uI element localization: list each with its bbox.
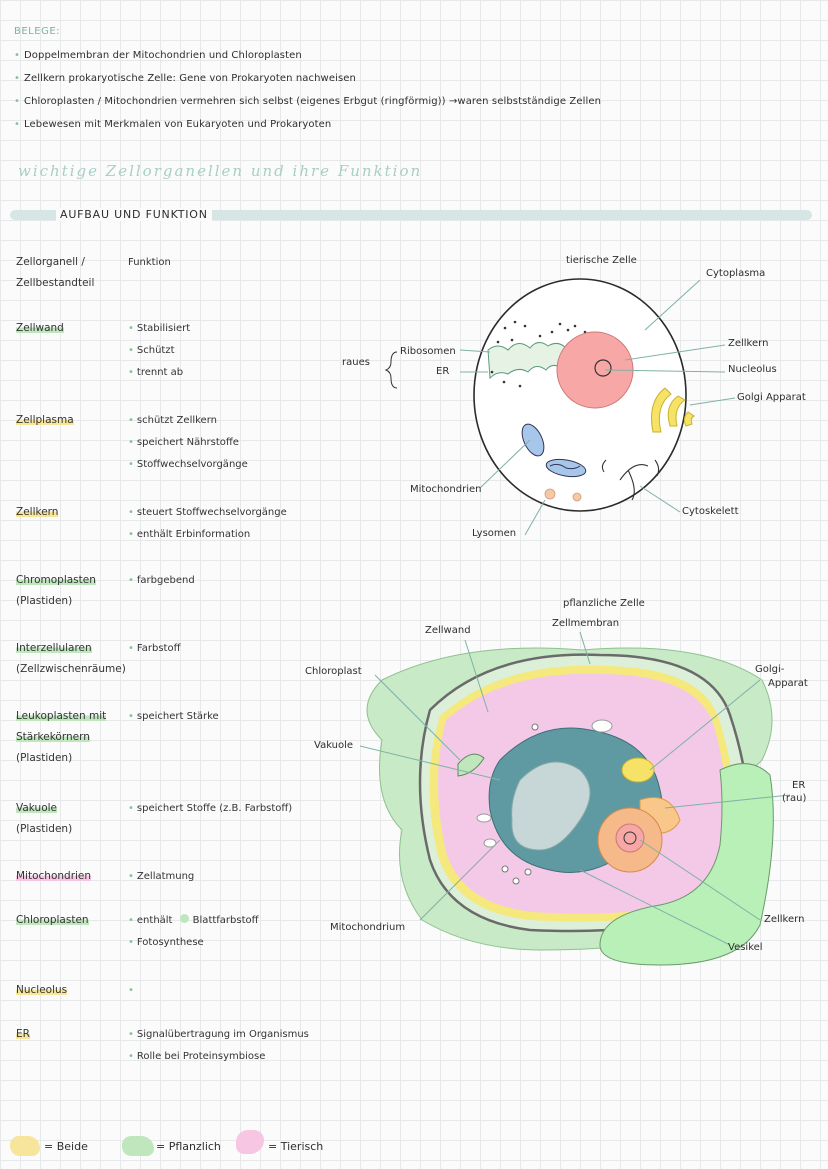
belege-item: •Lebewesen mit Merkmalen von Eukaryoten … — [14, 119, 332, 130]
label-zellmembran: Zellmembran — [552, 618, 620, 629]
row-name-nucleolus: Nucleolus — [16, 984, 68, 996]
belege-item: •Zellkern prokaryotische Zelle: Gene von… — [14, 73, 356, 84]
label-golgi-1: Golgi- — [755, 664, 785, 675]
label-golgi-2: Apparat — [768, 678, 808, 689]
belege-item: •Doppelmembran der Mitochondrien und Chl… — [14, 50, 302, 61]
label-golgi: Golgi Apparat — [737, 392, 806, 403]
row-name-er: ER — [16, 1028, 30, 1040]
row-funcs-chromoplasten: •farbgebend — [128, 575, 195, 586]
row-funcs-interzellularen: •Farbstoff — [128, 643, 181, 654]
belege-item: •Chloroplasten / Mitochondrien vermehren… — [14, 96, 602, 107]
row-name-mitochondrien: Mitochondrien — [16, 870, 92, 882]
label-cytoplasma: Cytoplasma — [706, 268, 766, 279]
plant-cell — [359, 631, 791, 966]
row-funcs-zellplasma: •schützt Zellkern •speichert Nährstoffe … — [128, 415, 248, 470]
label-chloroplast: Chloroplast — [305, 666, 362, 677]
label-er-rau: (rau) — [782, 793, 807, 804]
row-name-vakuole: Vakuole (Plastiden) — [16, 802, 73, 835]
animal-cell-title: tierische Zelle — [566, 255, 637, 266]
belege-heading: BELEGE: — [14, 26, 61, 37]
label-vakuole: Vakuole — [314, 740, 354, 751]
legend-pflanzlich: = Pflanzlich — [156, 1140, 221, 1153]
row-name-zellwand: Zellwand — [16, 322, 64, 334]
label-mitochondrien: Mitochondrien — [410, 484, 482, 495]
row-funcs-nucleolus: • — [128, 985, 134, 996]
label-ribosomen: Ribosomen — [400, 346, 456, 357]
legend-swatch-tierisch — [236, 1130, 264, 1154]
col2-header: Funktion — [128, 257, 171, 268]
col1-header: Zellorganell / Zellbestandteil — [16, 256, 95, 289]
legend-swatch-pflanzlich — [122, 1136, 154, 1156]
label-mitochondrium: Mitochondrium — [330, 922, 406, 933]
label-vesikel: Vesikel — [728, 942, 763, 953]
row-funcs-zellkern: •steuert Stoffwechselvorgänge •enthält E… — [128, 507, 287, 540]
row-funcs-leukoplasten: •speichert Stärke — [128, 711, 219, 722]
label-lysomen: Lysomen — [472, 528, 517, 539]
animal-cell — [384, 278, 736, 536]
plant-cell-title: pflanzliche Zelle — [563, 598, 645, 609]
row-funcs-zellwand: •Stabilisiert •Schützt •trennt ab — [128, 323, 191, 378]
label-nucleolus: Nucleolus — [728, 364, 777, 375]
row-funcs-vakuole: •speichert Stoffe (z.B. Farbstoff) — [128, 803, 293, 814]
row-name-chloroplasten: Chloroplasten — [16, 914, 89, 926]
row-name-zellplasma: Zellplasma — [16, 414, 74, 426]
section-divider — [10, 210, 812, 220]
label-er-plant: ER — [792, 780, 806, 791]
label-zellkern: Zellkern — [728, 338, 769, 349]
script-heading: wichtige Zellorganellen und ihre Funktio… — [18, 162, 423, 180]
row-name-chromoplasten: Chromoplasten (Plastiden) — [16, 574, 96, 607]
section-title: AUFBAU UND FUNKTION — [56, 208, 212, 221]
row-funcs-er: •Signalübertragung im Organismus •Rolle … — [128, 1029, 309, 1062]
row-funcs-chloroplasten: •enthält Blattfarbstoff •Fotosynthese — [128, 914, 259, 948]
label-cytoskelett: Cytoskelett — [682, 506, 739, 517]
row-name-leukoplasten: Leukoplasten mit Stärkekörnern (Plastide… — [16, 710, 107, 764]
label-raues: raues — [342, 357, 370, 368]
legend-swatch-beide — [10, 1136, 40, 1156]
row-funcs-mitochondrien: •Zellatmung — [128, 871, 195, 882]
row-name-interzellularen: Interzellularen (Zellzwischenräume) — [16, 642, 126, 675]
row-name-zellkern: Zellkern — [16, 506, 59, 518]
legend-beide: = Beide — [44, 1140, 88, 1153]
legend-tierisch: = Tierisch — [268, 1140, 324, 1153]
label-zellkern-plant: Zellkern — [764, 914, 805, 925]
label-zellwand: Zellwand — [425, 625, 471, 636]
label-er: ER — [436, 366, 450, 377]
